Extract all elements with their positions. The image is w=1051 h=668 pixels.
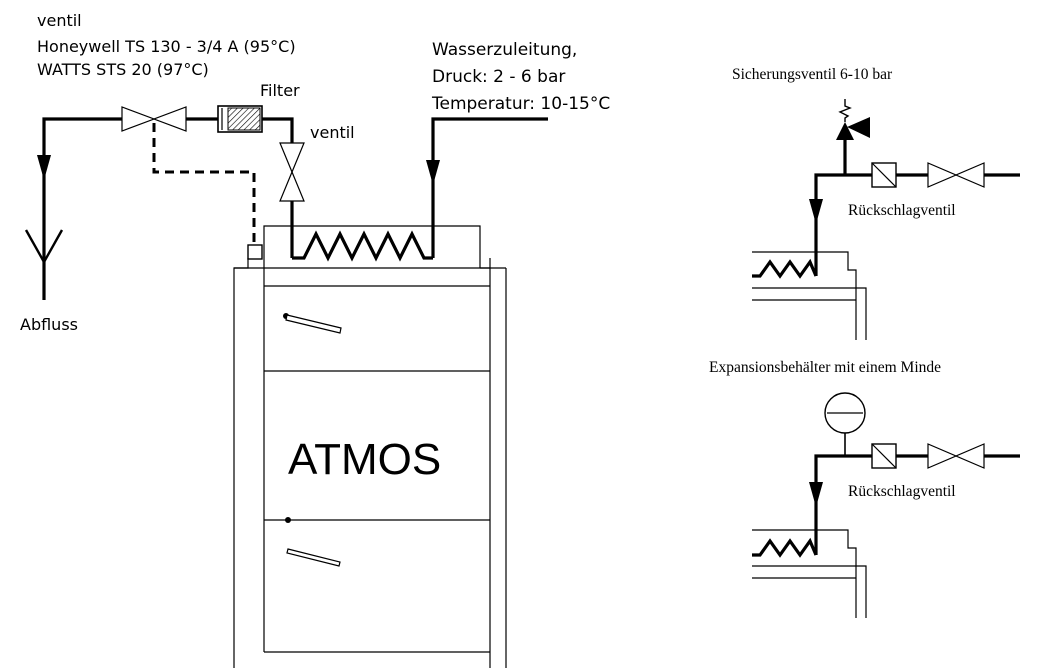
brand-label: ATMOS xyxy=(288,435,441,484)
water-supply-label: Wasserzuleitung, xyxy=(432,40,577,60)
filter-label: Filter xyxy=(260,81,300,100)
safety-flow-arrow-icon xyxy=(809,199,823,224)
shutoff-valve-bottom-icon xyxy=(927,443,985,469)
safety-valve-icon xyxy=(836,122,854,140)
temperature-label: Temperatur: 10-15°C xyxy=(431,94,610,114)
valve-honeywell-label: Honeywell TS 130 - 3/4 A (95°C) xyxy=(37,37,296,56)
supply-flow-arrow-icon xyxy=(426,160,440,185)
expansion-tank-label: Expansionsbehälter mit einem Minde xyxy=(709,359,941,376)
shutoff-valve-icon xyxy=(279,142,305,202)
check-valve-bottom-icon xyxy=(871,443,897,469)
expansion-tank-scheme xyxy=(752,392,1020,618)
drain-flow-arrow-icon xyxy=(37,155,51,180)
expansion-tank-icon xyxy=(824,392,866,434)
boiler-body: ATMOS xyxy=(233,225,507,668)
water-supply-pipe xyxy=(426,117,548,258)
shutoff-valve-top-icon xyxy=(927,162,985,188)
valve-title-label: ventil xyxy=(37,11,82,30)
sensor-capillary-line xyxy=(152,123,256,245)
lower-door-handle xyxy=(286,548,341,567)
sensor-housing xyxy=(247,244,263,260)
cooling-loop-zigzag xyxy=(292,230,433,262)
check-valve-top-icon xyxy=(871,162,897,188)
ventil-label: ventil xyxy=(310,123,355,142)
check-valve-top-label: Rückschlagventil xyxy=(848,202,956,219)
lower-door-hinge xyxy=(285,517,291,523)
drain-pipe xyxy=(24,117,122,300)
safety-valve-label: Sicherungsventil 6-10 bar xyxy=(732,66,893,83)
check-valve-bottom-label: Rückschlagventil xyxy=(848,483,956,500)
safety-valve-scheme xyxy=(752,99,1020,340)
filter-icon xyxy=(217,105,263,133)
valve-watts-label: WATTS STS 20 (97°C) xyxy=(37,60,209,79)
upper-door-handle xyxy=(283,313,342,334)
drain-label: Abfluss xyxy=(20,315,78,334)
expansion-flow-arrow-icon xyxy=(809,482,823,507)
pressure-label: Druck: 2 - 6 bar xyxy=(432,67,565,87)
